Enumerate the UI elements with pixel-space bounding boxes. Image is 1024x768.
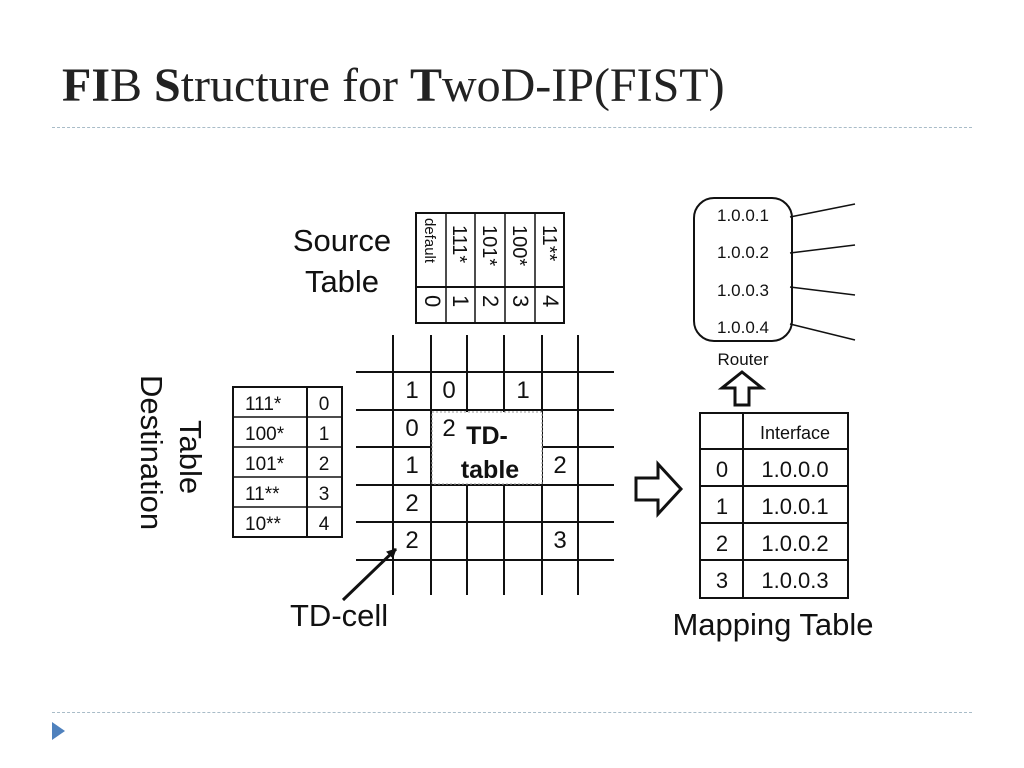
destination-entry-id: 3 xyxy=(319,484,330,505)
mapping-row-id: 3 xyxy=(716,568,728,593)
td-table-label-line2: table xyxy=(461,456,519,484)
source-entry-prefix: 11** xyxy=(538,225,560,262)
td-cell-value: 1 xyxy=(405,452,418,479)
destination-table: Destination Table 111* 100* 101* 11** 10… xyxy=(134,375,343,538)
source-entry-id: 4 xyxy=(538,295,563,307)
mapping-table-label: Mapping Table xyxy=(672,607,873,642)
destination-entry-prefix: 101* xyxy=(245,454,285,475)
destination-entry-id: 1 xyxy=(319,424,330,445)
mapping-row-address: 1.0.0.3 xyxy=(761,568,828,593)
mapping-row-id: 2 xyxy=(716,531,728,556)
router-interface: 1.0.0.1 xyxy=(717,206,769,225)
router-link-line xyxy=(789,244,856,254)
title-text-structure-for: tructure for xyxy=(180,59,410,112)
td-cell-label: TD-cell xyxy=(290,598,388,633)
source-entry-id: 0 xyxy=(420,295,445,307)
router-interface: 1.0.0.3 xyxy=(717,281,769,300)
destination-entry-id: 4 xyxy=(319,514,330,535)
up-arrow-icon xyxy=(717,370,767,407)
mapping-row-id: 1 xyxy=(716,494,728,519)
destination-entry-prefix: 111* xyxy=(245,394,282,415)
destination-entry-id: 0 xyxy=(319,394,330,415)
title-bold-s: S xyxy=(154,59,181,112)
title-text-twod-ip: woD-IP(FIST) xyxy=(441,59,725,112)
router-link-line xyxy=(789,203,856,218)
td-cell-value: 2 xyxy=(442,415,455,442)
source-entry-id: 1 xyxy=(448,295,473,307)
destination-entry-prefix: 10** xyxy=(245,514,282,535)
td-table-grid: TD- table xyxy=(356,335,614,595)
td-cell-arrow xyxy=(341,547,398,602)
source-table-label-line1: Source xyxy=(293,223,391,258)
source-entry-prefix: default xyxy=(421,218,438,264)
td-cell-value: 0 xyxy=(442,377,455,404)
mapping-table-header: Interface xyxy=(760,423,830,443)
router-interface: 1.0.0.4 xyxy=(717,318,769,337)
right-arrow-icon xyxy=(634,460,684,518)
td-cell-value: 1 xyxy=(405,377,418,404)
source-table-label-line2: Table xyxy=(305,264,379,299)
source-entry-id: 2 xyxy=(478,295,503,307)
title-text-b: B xyxy=(110,59,155,112)
title-bold-fi: FI xyxy=(62,59,110,112)
mapping-row-id: 0 xyxy=(716,457,728,482)
source-table: Source Table default 111* 101* 100* 11**… xyxy=(293,212,565,324)
td-cell-value: 1 xyxy=(516,377,529,404)
source-entry-prefix: 101* xyxy=(478,225,500,266)
destination-table-label-line1: Destination xyxy=(134,375,169,530)
source-table-frame xyxy=(415,212,565,324)
mapping-table: Interface 0 1 2 3 1.0.0.0 1.0.0.1 1.0.0.… xyxy=(672,412,874,642)
footer-divider xyxy=(52,712,972,713)
destination-entry-id: 2 xyxy=(319,454,330,475)
td-table-highlight xyxy=(431,411,543,485)
router-label: Router xyxy=(717,350,768,369)
destination-table-label-line2: Table xyxy=(173,420,208,494)
td-cell-value: 0 xyxy=(405,415,418,442)
td-cell-pointer: TD-cell xyxy=(290,547,398,633)
mapping-row-address: 1.0.0.0 xyxy=(761,457,828,482)
router-interface: 1.0.0.2 xyxy=(717,243,769,262)
mapping-row-address: 1.0.0.1 xyxy=(761,494,828,519)
destination-table-frame xyxy=(232,386,343,538)
td-cell-value: 3 xyxy=(553,527,566,554)
router-box xyxy=(693,197,793,342)
source-entry-id: 3 xyxy=(508,295,533,307)
router: 1.0.0.1 1.0.0.2 1.0.0.3 1.0.0.4 Router xyxy=(693,197,856,369)
mapping-row-address: 1.0.0.2 xyxy=(761,531,828,556)
td-cell-value: 2 xyxy=(405,527,418,554)
source-entry-prefix: 111* xyxy=(448,225,470,263)
destination-entry-prefix: 11** xyxy=(245,484,280,505)
mapping-table-frame xyxy=(699,412,849,599)
slide-bullet-icon xyxy=(52,722,65,740)
slide-title: FIB Structure for TwoD-IP(FIST) xyxy=(62,62,725,110)
title-bold-t: T xyxy=(409,59,442,112)
router-link-line xyxy=(789,323,856,341)
td-table-label-line1: TD- xyxy=(466,422,508,450)
td-cell-value: 2 xyxy=(553,452,566,479)
router-link-line xyxy=(789,286,856,296)
title-divider xyxy=(52,127,972,128)
td-cell-value: 2 xyxy=(405,490,418,517)
destination-entry-prefix: 100* xyxy=(245,424,285,445)
source-entry-prefix: 100* xyxy=(508,225,530,266)
